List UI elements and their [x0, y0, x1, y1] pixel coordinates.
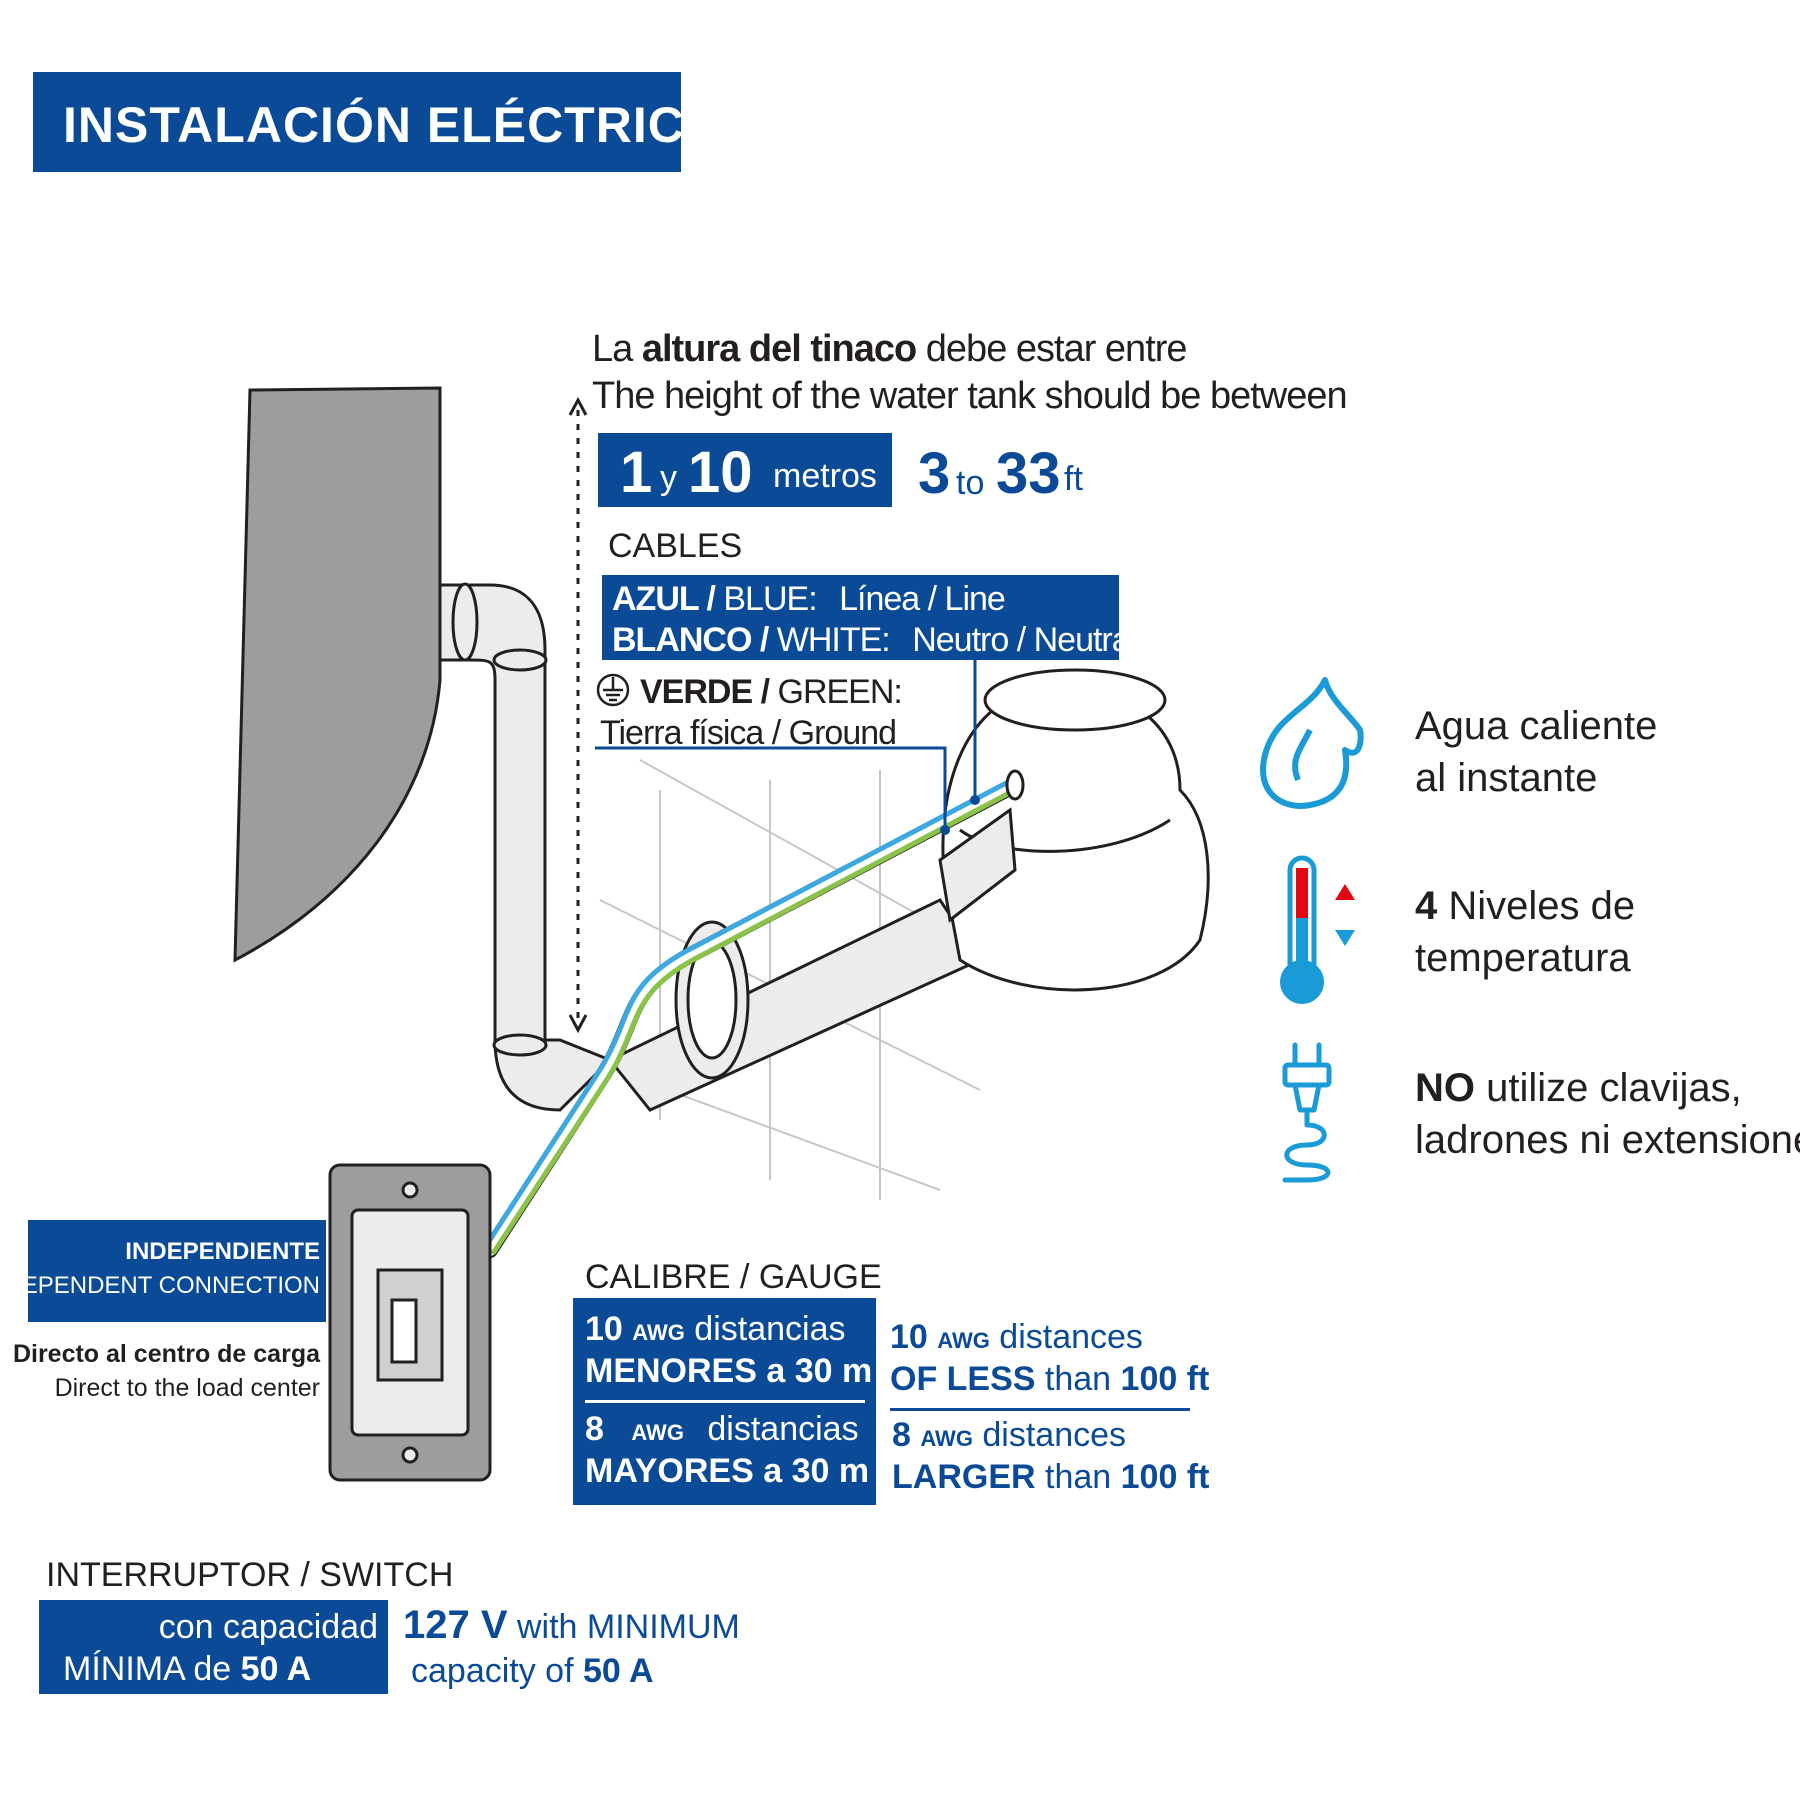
connection-box: INDEPENDIENTE INDEPENDENT CONNECTION — [0, 1220, 326, 1322]
gauge-row1-es: 10 AWG distancias — [585, 1310, 846, 1348]
gauge-row2-en-b: LARGER than 100 ft — [892, 1458, 1210, 1496]
thermometer-icon — [1280, 855, 1355, 1004]
connection-direct-es: Directo al centro de carga — [12, 1340, 320, 1368]
switch-title: INTERRUPTOR / SWITCH — [46, 1556, 454, 1594]
feature-no-plugs: NO utilize clavijas, ladrones ni extensi… — [1415, 1066, 1800, 1162]
height-imperial: 3 to 33 ft — [918, 441, 1083, 506]
cable-blue: AZUL / BLUE: Línea / Line — [612, 580, 1006, 618]
page-title: INSTALACIÓN ELÉCTRICA — [63, 97, 722, 153]
connection-direct-en: Direct to the load center — [54, 1374, 320, 1402]
title-banner: INSTALACIÓN ELÉCTRICA — [33, 72, 721, 172]
gauge-en: 10 AWG distances OF LESS than 100 ft 8 A… — [890, 1310, 1209, 1510]
gauge-en-divider — [890, 1408, 1190, 1411]
gauge-row1-es-b: MENORES a 30 m — [585, 1352, 873, 1390]
water-heater — [938, 668, 1210, 992]
cable-green: VERDE / GREEN: — [640, 673, 903, 711]
cable-white: BLANCO / WHITE: Neutro / Neutral — [612, 621, 1137, 659]
gauge-row1-en: 10 AWG distances — [890, 1318, 1143, 1356]
cable-green-desc: Tierra física / Ground — [600, 714, 897, 752]
flame-icon — [1260, 677, 1364, 809]
height-text-en: The height of the water tank should be b… — [592, 375, 1348, 417]
gauge-title: CALIBRE / GAUGE — [585, 1258, 882, 1296]
water-tank — [233, 386, 442, 963]
plug-icon — [1282, 1042, 1332, 1183]
switch-en: 127 V with MINIMUM capacity of 50 A — [403, 1603, 740, 1690]
gauge-row2-es-b: MAYORES a 30 m — [585, 1452, 870, 1490]
height-arrow — [568, 396, 588, 1034]
height-text-es: La altura del tinaco debe estar entre — [592, 328, 1188, 370]
height-metric-box: 1 y 10 metros — [598, 433, 892, 507]
switch-plate — [328, 1163, 492, 1482]
cables-box: AZUL / BLUE: Línea / Line BLANCO / WHITE… — [602, 575, 1137, 660]
feature-temperature: 4 Niveles de temperatura — [1415, 884, 1636, 980]
gauge-box-es: 10 AWG distancias MENORES a 30 m 8 AWG d… — [573, 1298, 876, 1505]
gauge-row2-en: 8 AWG distances — [892, 1416, 1127, 1454]
gauge-row1-en-b: OF LESS than 100 ft — [890, 1360, 1210, 1398]
switch-box: con capacidad MÍNIMA de 50 A — [39, 1600, 388, 1694]
gauge-divider — [585, 1400, 865, 1403]
ground-icon — [596, 673, 630, 707]
gauge-row2-es: 8 AWG distancias — [585, 1410, 859, 1448]
feature-hot-water: Agua caliente al instante — [1415, 704, 1658, 800]
leader-lines — [595, 660, 977, 830]
wires — [482, 777, 1023, 1258]
cables-title: CABLES — [608, 527, 743, 565]
